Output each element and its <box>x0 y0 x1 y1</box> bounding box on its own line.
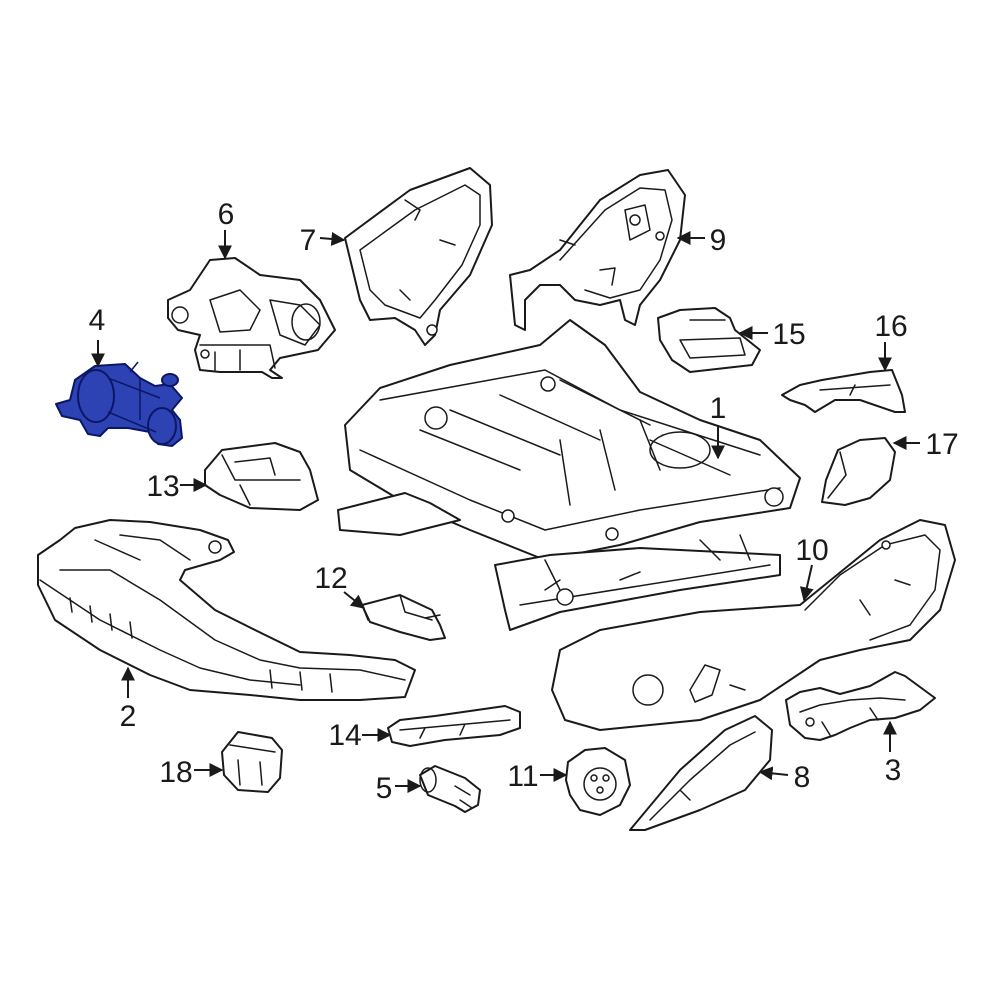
part-10-side-shield[interactable] <box>551 519 956 731</box>
leader-8 <box>758 766 789 781</box>
part-5-connector[interactable] <box>419 765 481 813</box>
part-7-back-panel[interactable] <box>344 167 493 346</box>
part-4-motor-highlighted[interactable] <box>55 361 183 447</box>
callout-1: 1 <box>710 392 727 425</box>
callout-3: 3 <box>885 754 902 787</box>
callout-15: 15 <box>772 318 805 351</box>
part-9-back-cover[interactable] <box>509 169 686 331</box>
part-2-side-trim[interactable] <box>37 519 416 701</box>
callout-6: 6 <box>218 198 235 231</box>
callout-14: 14 <box>328 719 361 752</box>
callout-16: 16 <box>874 310 907 343</box>
part-13-module-tray[interactable] <box>204 442 319 511</box>
callout-9: 9 <box>710 224 727 257</box>
part-15-bracket[interactable] <box>657 307 761 373</box>
callout-18: 18 <box>159 756 192 789</box>
leader-12 <box>343 591 366 609</box>
part-11-switch-knob[interactable] <box>565 747 631 816</box>
part-8-cover-panel[interactable] <box>629 715 773 831</box>
part-6-motor-assembly[interactable] <box>167 257 336 379</box>
callout-10: 10 <box>795 534 828 567</box>
part-17-cover-cap[interactable] <box>821 437 896 506</box>
callout-7: 7 <box>300 224 317 257</box>
part-12-control-module[interactable] <box>361 594 446 641</box>
part-14-rail-piece[interactable] <box>387 705 521 747</box>
callout-5: 5 <box>376 772 393 805</box>
callout-13: 13 <box>146 470 179 503</box>
callout-4: 4 <box>89 304 106 337</box>
leader-lines <box>91 230 920 793</box>
part-16-bracket[interactable] <box>781 369 906 413</box>
leader-7 <box>319 231 346 246</box>
callout-12: 12 <box>314 562 347 595</box>
part-1-seat-frame[interactable] <box>337 319 801 631</box>
callout-labels: 1 2 3 4 5 6 7 8 9 10 11 12 13 14 15 16 1… <box>89 198 959 805</box>
part-3-bracket[interactable] <box>785 671 936 741</box>
callout-8: 8 <box>794 761 811 794</box>
callout-2: 2 <box>120 700 137 733</box>
callout-17: 17 <box>925 428 958 461</box>
part-18-connector-block[interactable] <box>221 731 283 793</box>
leader-10 <box>799 564 814 602</box>
callout-11: 11 <box>507 760 538 793</box>
